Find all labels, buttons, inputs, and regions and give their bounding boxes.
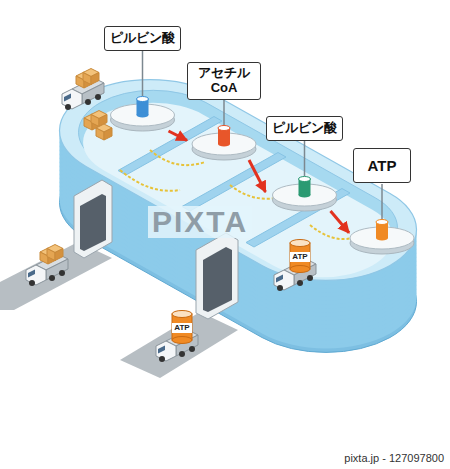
molecule-can-top: [298, 177, 310, 182]
molecule-can-bottom: [136, 113, 148, 118]
truck-window: [64, 94, 71, 102]
truck-window: [28, 270, 35, 278]
leader-stem: [141, 51, 143, 96]
wheel: [65, 104, 71, 110]
atp-can-band: [172, 323, 192, 333]
truck-cab: [26, 265, 46, 285]
truck-cab: [156, 341, 176, 361]
wheel: [29, 280, 35, 286]
node-label: アセチル CoA: [193, 66, 255, 96]
label-platform: ピルビン酸: [104, 26, 181, 131]
road: [120, 312, 238, 378]
molecule-can-top: [376, 220, 388, 225]
gate: [196, 233, 238, 319]
gate-opening: [203, 247, 232, 312]
watermark: PIXTA: [148, 206, 252, 238]
partition: [182, 153, 286, 212]
road: [0, 242, 112, 310]
node-label: ATP: [368, 157, 397, 174]
label-platform: アセチル CoA: [187, 62, 261, 160]
molecule-can-top: [136, 97, 148, 102]
truck-window: [276, 275, 283, 283]
watermark-caption: pixta.jp - 127097800: [344, 452, 444, 465]
cargo-box: [91, 115, 99, 127]
gate: [74, 180, 112, 258]
wheel: [277, 285, 283, 291]
flow-arrow: [169, 131, 188, 140]
speech-bubble: ATP: [353, 148, 412, 183]
molecule-can-bottom: [218, 142, 230, 147]
truck-window: [158, 346, 165, 354]
node-label: ピルビン酸: [272, 121, 337, 136]
label-platform: ATP: [349, 148, 415, 254]
cargo-box: [91, 73, 99, 85]
leader-stem: [223, 100, 225, 125]
can-label: ATP: [173, 323, 190, 333]
wheel: [297, 280, 303, 286]
speech-bubble: アセチル CoA: [187, 62, 261, 100]
wheel: [159, 356, 165, 362]
atp-can-bottom: [172, 337, 192, 344]
label-platform: ピルビン酸: [266, 116, 343, 211]
atp-can-top: [172, 311, 192, 318]
truck-cab: [274, 270, 294, 290]
molecule-can-top: [218, 126, 230, 131]
leader-stem: [303, 141, 305, 176]
wheel: [49, 275, 55, 281]
speech-bubble: ピルビン酸: [104, 26, 181, 51]
wheel: [85, 99, 91, 105]
truck-cab: [62, 89, 82, 109]
wheel: [307, 275, 313, 281]
atp-can-top: [290, 240, 310, 247]
molecule-can-bottom: [376, 236, 388, 241]
atp-can-bottom: [290, 266, 310, 273]
atp-can-band: [290, 252, 310, 262]
can-label: ATP: [291, 252, 308, 262]
cargo-box: [104, 128, 112, 140]
cargo-box: [96, 128, 104, 140]
wheel: [95, 94, 101, 100]
node-label: ピルビン酸: [110, 31, 175, 46]
leader-stem: [381, 184, 383, 219]
speech-bubble: ピルビン酸: [266, 116, 343, 141]
wheel: [189, 346, 195, 352]
flow-arrow: [249, 160, 266, 192]
cargo-box: [47, 249, 55, 261]
wheel: [59, 270, 65, 276]
flow-arrow: [331, 211, 350, 233]
cargo-box: [55, 249, 63, 261]
chain: [120, 170, 180, 191]
gate-opening: [80, 194, 106, 251]
molecule-can-bottom: [298, 193, 310, 198]
wheel: [179, 351, 185, 357]
cargo-box: [83, 73, 91, 85]
